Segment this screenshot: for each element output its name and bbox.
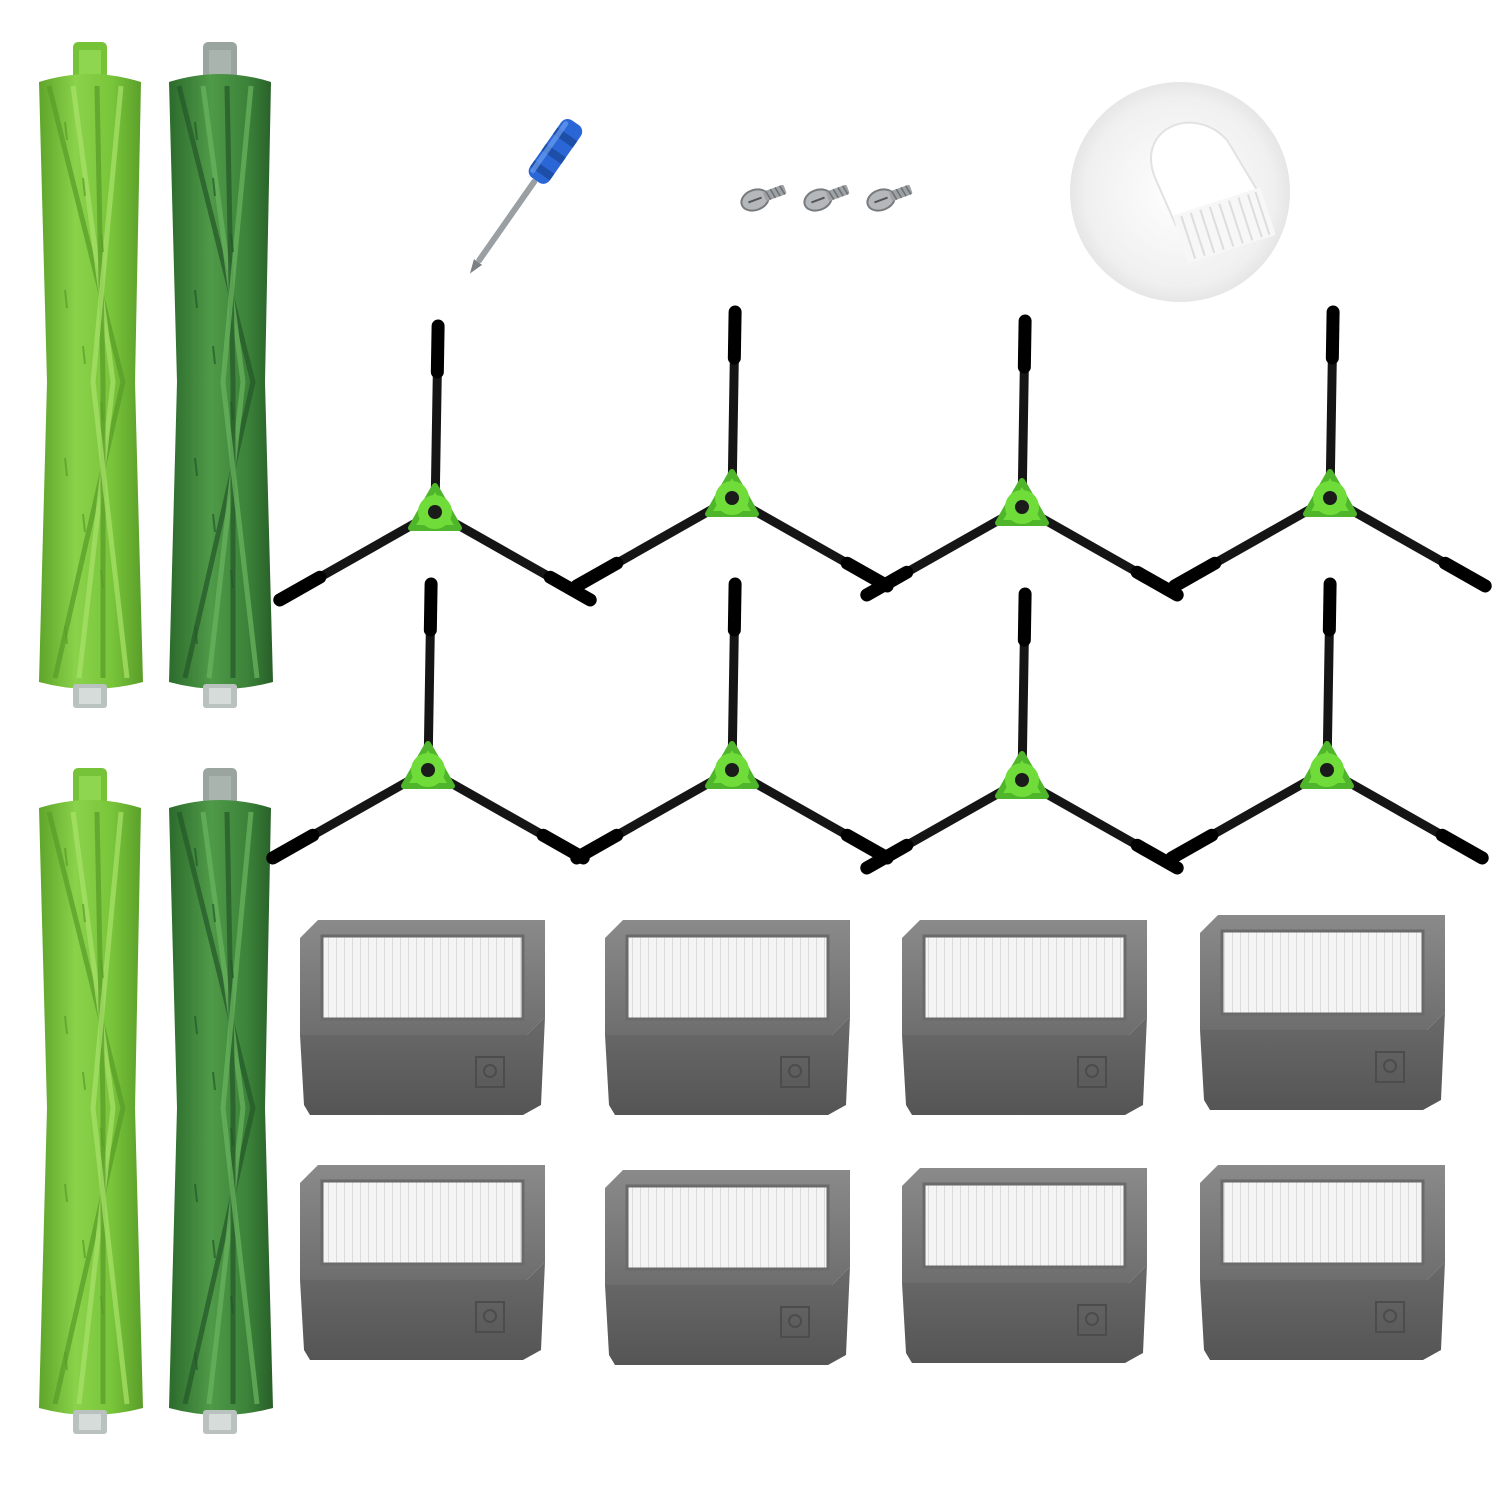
side-brush-3: [860, 314, 1184, 602]
side-brush-5: [266, 577, 590, 865]
filter-3: [902, 920, 1147, 1115]
side-brush-2: [570, 305, 894, 593]
side-brush-8: [1165, 577, 1489, 865]
filter-5: [300, 1165, 545, 1360]
side-brush-7: [860, 587, 1184, 875]
filter-2: [605, 920, 850, 1115]
screwdriver: [469, 119, 583, 274]
screw-1: [740, 184, 787, 212]
roller-group: [39, 42, 273, 1434]
roller-4: [169, 768, 273, 1434]
filter-7: [902, 1168, 1147, 1363]
filter-1: [300, 920, 545, 1115]
filter-4: [1200, 915, 1445, 1110]
filter-6: [605, 1170, 850, 1365]
screw-2: [803, 184, 850, 212]
side-brush-4: [1168, 305, 1492, 593]
side-brush-group: [266, 305, 1492, 875]
roller-2: [169, 42, 273, 708]
roller-1: [39, 42, 143, 708]
filter-8: [1200, 1165, 1445, 1360]
filter-group: [300, 915, 1445, 1365]
roller-3: [39, 768, 143, 1434]
side-brush-6: [570, 577, 894, 865]
screw-3: [866, 184, 913, 212]
screw-group: [740, 184, 913, 212]
side-brush-1: [273, 319, 597, 607]
cleaning-tool: [1070, 82, 1290, 302]
